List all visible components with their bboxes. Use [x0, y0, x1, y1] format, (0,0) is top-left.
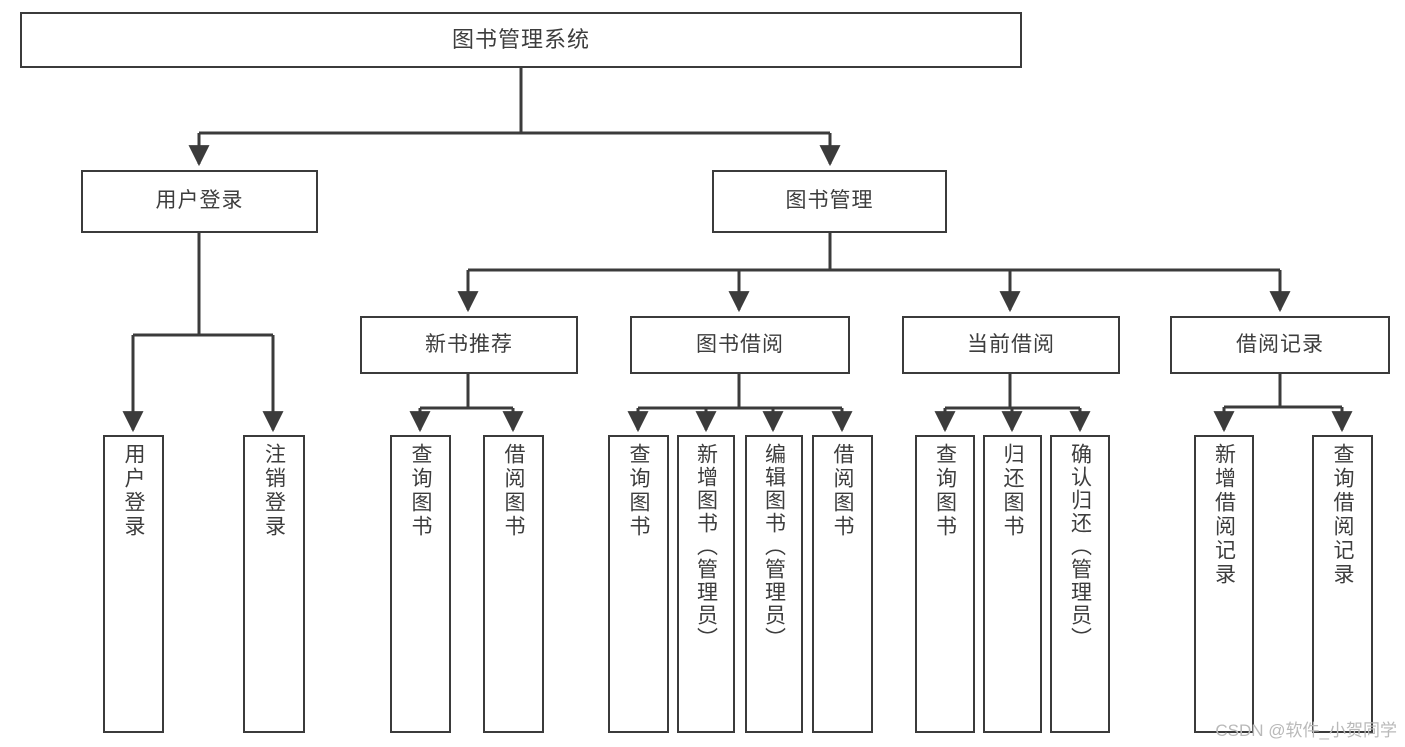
node-label: 当前借阅: [967, 332, 1055, 356]
leaf-query-record[interactable]: 查询借阅记录: [1312, 435, 1373, 733]
leaf-add-book[interactable]: 新增图书（管理员）: [677, 435, 735, 733]
node-label: 新书推荐: [425, 332, 513, 356]
node-label: 新增图书（管理员）: [694, 443, 718, 650]
node-label: 编辑图书（管理员）: [762, 443, 786, 650]
node-label: 图书管理: [785, 189, 874, 213]
node-label: 查询图书: [409, 443, 432, 539]
node-root-system[interactable]: 图书管理系统: [20, 12, 1022, 68]
node-label: 用户登录: [122, 443, 145, 539]
node-new-book-recommend[interactable]: 新书推荐: [360, 316, 578, 374]
leaf-logout-login[interactable]: 注销登录: [243, 435, 305, 733]
leaf-user-login[interactable]: 用户登录: [103, 435, 164, 733]
leaf-borrow-book-2[interactable]: 借阅图书: [812, 435, 873, 733]
node-book-manage[interactable]: 图书管理: [712, 170, 947, 233]
node-label: 借阅图书: [831, 443, 854, 539]
node-user-login[interactable]: 用户登录: [81, 170, 318, 233]
node-label: 图书借阅: [696, 332, 784, 356]
node-label: 图书管理系统: [451, 27, 590, 53]
node-label: 新增借阅记录: [1212, 443, 1236, 587]
node-label: 查询图书: [627, 443, 650, 539]
csdn-watermark: CSDN @软件_小贺同学: [1215, 721, 1397, 740]
leaf-query-book-3[interactable]: 查询图书: [915, 435, 975, 733]
node-label: 查询借阅记录: [1331, 443, 1354, 587]
node-label: 借阅记录: [1236, 332, 1324, 356]
node-borrow-record[interactable]: 借阅记录: [1170, 316, 1390, 374]
node-label: 归还图书: [1001, 443, 1024, 539]
leaf-borrow-book-1[interactable]: 借阅图书: [483, 435, 544, 733]
node-label: 查询图书: [933, 443, 957, 539]
leaf-query-book-1[interactable]: 查询图书: [390, 435, 451, 733]
node-book-borrow[interactable]: 图书借阅: [630, 316, 850, 374]
node-label: 确认归还（管理员）: [1068, 443, 1092, 650]
node-current-borrow[interactable]: 当前借阅: [902, 316, 1120, 374]
leaf-confirm-return[interactable]: 确认归还（管理员）: [1050, 435, 1110, 733]
leaf-query-book-2[interactable]: 查询图书: [608, 435, 669, 733]
node-label: 借阅图书: [502, 443, 525, 539]
node-label: 用户登录: [155, 189, 244, 213]
leaf-return-book[interactable]: 归还图书: [983, 435, 1042, 733]
leaf-edit-book[interactable]: 编辑图书（管理员）: [745, 435, 803, 733]
leaf-add-record[interactable]: 新增借阅记录: [1194, 435, 1254, 733]
node-label: 注销登录: [262, 443, 286, 539]
